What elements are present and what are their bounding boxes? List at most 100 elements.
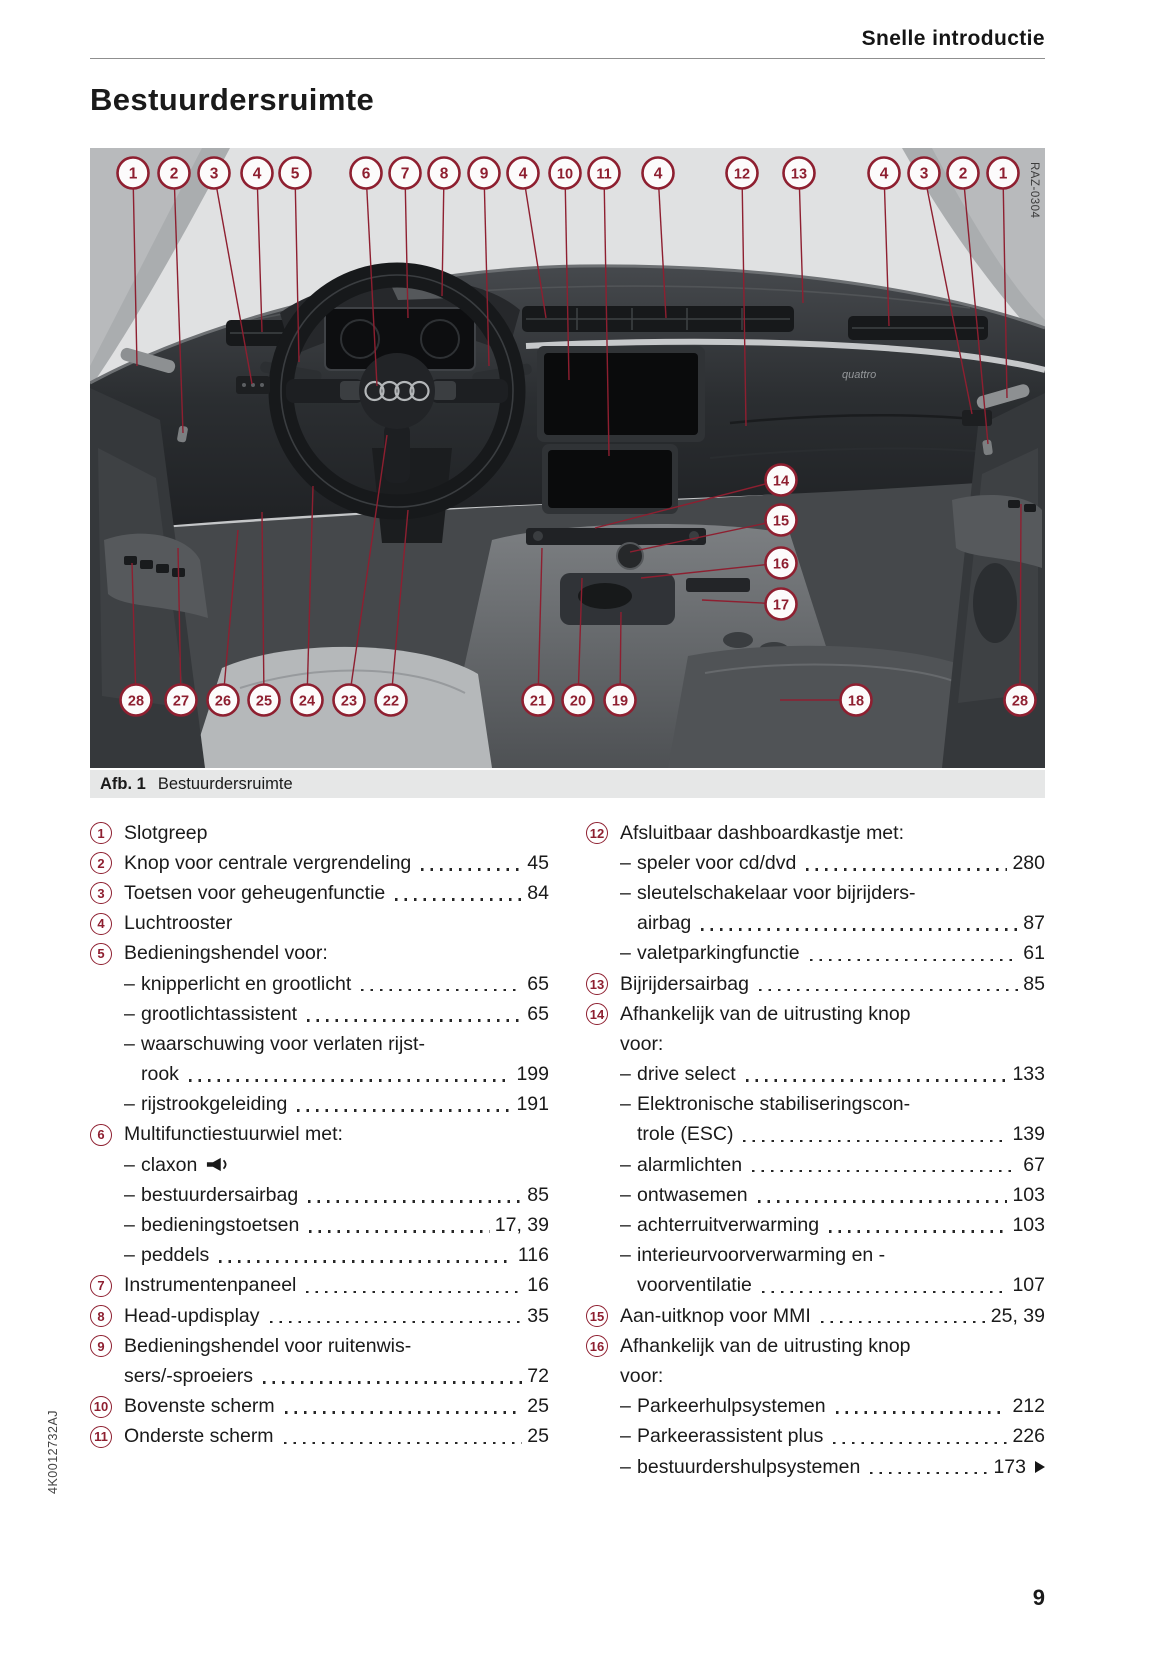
callout-circle (561, 683, 595, 717)
page-ref: 85 (1023, 972, 1045, 995)
door-handle-left (120, 347, 176, 374)
legend-subitem: trole (ESC)139 (586, 1120, 1045, 1150)
legend-label: Onderste scherm (124, 1425, 274, 1448)
dash-bullet: – (620, 1455, 631, 1478)
callout-circle (764, 463, 798, 497)
legend-label: Aan-uitknop voor MMI (620, 1304, 811, 1327)
callout-circle (641, 156, 675, 190)
dot-leader (701, 928, 1019, 931)
callout-circle (782, 156, 816, 190)
legend-label: voorventilatie (637, 1274, 752, 1297)
item-number-badge: 2 (90, 852, 112, 875)
item-number-badge: 11 (90, 1425, 112, 1448)
door-handle-right (976, 384, 1030, 409)
armrest-left (104, 533, 208, 618)
cockpit-illustration: quattro (90, 148, 1045, 768)
page-ref: 65 (527, 972, 549, 995)
dash-bullet: – (124, 1002, 135, 1025)
callout-circle (764, 503, 798, 537)
dot-leader (188, 1079, 512, 1082)
horn-icon (206, 1155, 230, 1178)
legend-label: bestuurdershulpsystemen (637, 1455, 861, 1478)
callout-number: 15 (773, 514, 789, 530)
page-ref: 191 (516, 1093, 549, 1116)
item-number-badge: 7 (90, 1274, 112, 1297)
legend-label: achterruitverwarming (637, 1214, 820, 1237)
armrest-right (952, 495, 1042, 568)
page-ref: 133 (1012, 1063, 1045, 1086)
dot-leader (421, 867, 523, 871)
callout-number: 10 (557, 167, 573, 183)
dash-bullet: – (124, 1093, 135, 1116)
figure-caption-label: Afb. 1 (100, 774, 146, 793)
dot-leader (806, 867, 1008, 871)
callout-circle (247, 683, 281, 717)
callout-line (483, 172, 490, 367)
callout-circle (116, 156, 150, 190)
legend-subitem: –sleutelschakelaar voor bijrijders- (586, 878, 1045, 908)
callout-number: 19 (612, 694, 628, 710)
dash-bullet: – (124, 1214, 135, 1237)
callout-line (256, 172, 263, 333)
callout-number: 2 (170, 166, 179, 183)
callout-circle (349, 156, 383, 190)
callout-line (348, 434, 388, 701)
dash-bullet: – (620, 881, 631, 904)
dash-bullet: – (124, 1032, 135, 1055)
callout-circle (587, 156, 621, 190)
legend-label: rook (141, 1063, 179, 1086)
dash-bullet: – (620, 1153, 631, 1176)
callout-line (883, 172, 890, 327)
item-number-badge: 3 (90, 882, 112, 905)
dot-leader (309, 1230, 490, 1233)
page-ref: 61 (1023, 942, 1045, 965)
page-ref: 87 (1023, 912, 1045, 935)
callout-line (798, 172, 804, 304)
figure-caption-text: Bestuurdersruimte (157, 774, 293, 793)
legend-label: waarschuwing voor verlaten rijst- (141, 1032, 425, 1055)
callout-number: 13 (791, 167, 807, 183)
window-switches-right (1008, 500, 1036, 512)
callout-circle (427, 156, 461, 190)
legend-subitem: –claxon (90, 1150, 549, 1180)
callout-circle (907, 156, 941, 190)
legend-label: Afsluitbaar dashboardkastje met: (620, 821, 904, 844)
dot-leader (297, 1109, 512, 1113)
callout-number: 20 (570, 694, 586, 710)
legend-label: speler voor cd/dvd (637, 851, 797, 874)
dot-leader (306, 1290, 523, 1294)
item-number-badge: 9 (90, 1335, 112, 1358)
callout-line (441, 172, 445, 297)
item-number-badge: 4 (90, 912, 112, 935)
dot-leader (262, 1381, 523, 1384)
page-title: Bestuurdersruimte (90, 82, 375, 117)
callout-number: 4 (519, 166, 528, 183)
legend-label: valetparkingfunctie (637, 942, 800, 965)
page-ref: 226 (1012, 1425, 1045, 1448)
callout-line (640, 562, 782, 579)
dot-leader (870, 1471, 989, 1475)
climate-controls (526, 528, 706, 545)
callout-number: 25 (256, 694, 272, 710)
dash-bullet: – (620, 1425, 631, 1448)
dot-leader (269, 1320, 523, 1324)
item-number-badge: 16 (586, 1335, 608, 1358)
legend-label: Knop voor centrale vergrendeling (124, 851, 412, 874)
door-pull-right (973, 563, 1017, 643)
legend-label: Toetsen voor geheugenfunctie (124, 881, 386, 904)
